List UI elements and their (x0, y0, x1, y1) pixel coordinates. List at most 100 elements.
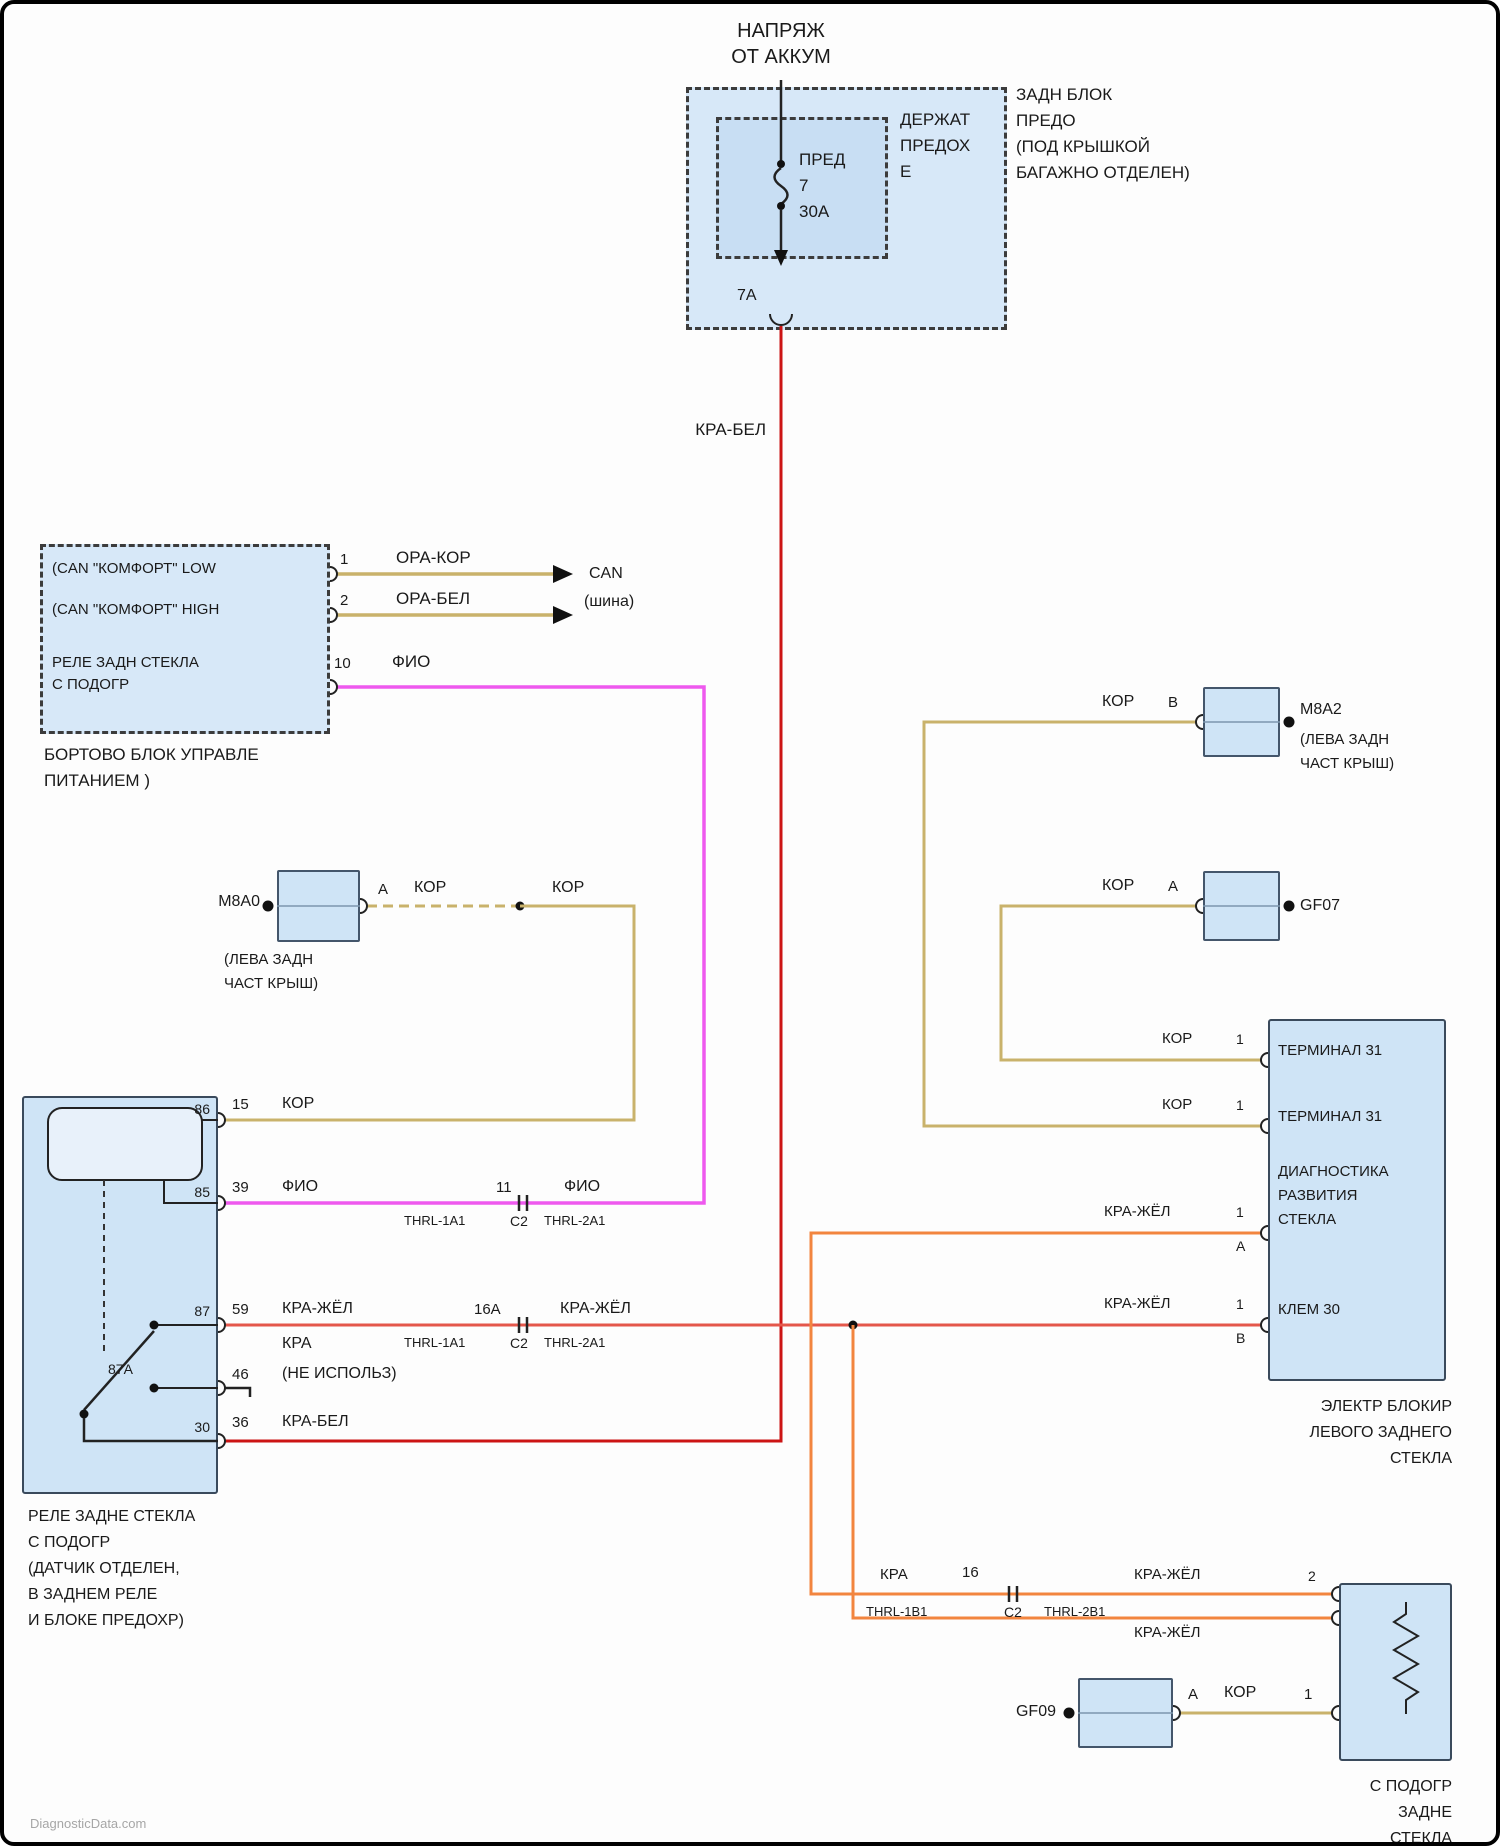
arrow-down-icon (774, 250, 788, 266)
unused-pin-stub (225, 1386, 252, 1397)
red-mid-color: КРА-ЖЁЛ (560, 1300, 631, 1317)
bcm-wire2-label: ОРА-БЕЛ (396, 589, 471, 608)
orange-color2: КРА-ЖЁЛ (1134, 1566, 1201, 1583)
relay-w87a-note: (НЕ ИСПОЛЬЗ) (282, 1365, 397, 1382)
splice-a-right-red: THRL-2A1 (544, 1335, 606, 1350)
wire-kor-m8a2-to-lock (922, 720, 1261, 1128)
relay-w85-num: 39 (232, 1179, 249, 1196)
fuse-element-squiggle (773, 166, 789, 206)
lock-pin3-num: 1 (1236, 1204, 1244, 1220)
splice-a-left-red: THRL-1A1 (404, 1335, 466, 1350)
gf09-wire-color: КОР (1224, 1684, 1257, 1701)
feed-wire-color-label: КРА-БЕЛ (695, 420, 766, 439)
relay-w87-color2: КРА (282, 1335, 312, 1352)
relay-w30-color: КРА-БЕЛ (282, 1413, 349, 1430)
bcm-pin3-label: 10 (334, 655, 351, 672)
can-bus-label-2: (шина) (584, 593, 635, 610)
lock-pin2-num: 1 (1236, 1097, 1244, 1113)
heater-element-box (1339, 1583, 1452, 1761)
mag-mid-color: ФИО (564, 1178, 601, 1195)
bcm-pin2-label: 2 (340, 592, 349, 609)
wire-kra-bel-feed (225, 326, 783, 1443)
fuse-rating-label: ПРЕД 7 30А (799, 150, 846, 221)
lock-row-terminal31-b: ТЕРМИНАЛ 31 (1278, 1108, 1383, 1125)
inline-connector-ticks (517, 1195, 1019, 1602)
red-mid-num: 16А (474, 1301, 501, 1318)
lock-module-box (1268, 1019, 1446, 1381)
relay-w86-num: 15 (232, 1096, 249, 1113)
bcm-wire3-label: ФИО (392, 652, 431, 671)
wire-orange-branch-to-heater (851, 1325, 1332, 1620)
m8a0-caption: (ЛЕВА ЗАДН ЧАСТ КРЫШ) (224, 951, 319, 992)
relay-pin-87: 87 (194, 1303, 210, 1319)
splice-a-right-mag: THRL-2A1 (544, 1213, 606, 1228)
splice-b-left: THRL-1B1 (866, 1604, 928, 1619)
relay-switch-blade (83, 1330, 155, 1411)
m8a2-wire-color: КОР (1102, 693, 1135, 710)
lock-pin1-num: 1 (1236, 1031, 1244, 1047)
relay-pin-87a: 87А (108, 1361, 133, 1377)
bcm-row-can-low: (CAN "КОМФОРТ" LOW (52, 560, 216, 577)
connector-midlines (277, 721, 1280, 1714)
gf07-wire-color: КОР (1102, 877, 1135, 894)
relay-internals (47, 1107, 218, 1443)
lock-pin3-letter: А (1236, 1238, 1246, 1254)
lock-pin3-wire: КРА-ЖЁЛ (1104, 1203, 1171, 1220)
wire-orange-lock-to-heater (809, 1231, 1332, 1596)
m8a0-wire-color-2: КОР (552, 879, 585, 896)
can-arrow-icon-1 (553, 565, 573, 583)
wire-layer (47, 80, 1420, 1721)
can-bus-label-1: CAN (589, 565, 623, 582)
bcm-wire1-label: ОРА-КОР (396, 548, 471, 567)
heater-caption: С ПОДОГР ЗАДНЕ СТЕКЛА (1369, 1778, 1452, 1846)
relay-w85-color: ФИО (282, 1178, 319, 1195)
bcm-row-can-high: (CAN "КОМФОРТ" HIGH (52, 601, 220, 618)
fuse-holder-label: ДЕРЖАТ ПРЕДОХ Е (900, 110, 971, 181)
dot-m8a2 (1283, 716, 1295, 728)
gf07-pin-letter: А (1168, 878, 1179, 895)
heater-pin-top: 2 (1308, 1568, 1316, 1584)
bcm-row-relay-out: РЕЛЕ ЗАДН СТЕКЛА С ПОДОГР (52, 654, 199, 693)
gf09-name: GF09 (1015, 1703, 1056, 1720)
fuse-block-label: ЗАДН БЛОК ПРЕДО (ПОД КРЫШКОЙ БАГАЖНО ОТД… (1016, 85, 1190, 182)
battery-voltage-header: НАПРЯЖ ОТ АККУМ (731, 20, 831, 68)
lock-row-terminal31-a: ТЕРМИНАЛ 31 (1278, 1042, 1383, 1059)
bcm-box (40, 544, 330, 734)
relay-w87a-num: 46 (232, 1366, 249, 1383)
lock-pin1-wire: КОР (1162, 1030, 1193, 1047)
splice-b-right: THRL-2B1 (1044, 1604, 1106, 1619)
relay-pin-85: 85 (194, 1184, 210, 1200)
dot-gf09 (1063, 1707, 1075, 1719)
fuse-cavity-label: 7А (737, 287, 757, 304)
fuse-terminal-dot-bottom (777, 202, 785, 210)
relay-w87-color: КРА-ЖЁЛ (282, 1300, 353, 1317)
splice-b-conn: C2 (1004, 1604, 1022, 1620)
splice-a-left-mag: THRL-1A1 (404, 1213, 466, 1228)
splice-a-conn-red: C2 (510, 1335, 528, 1351)
relay-pin-86: 86 (194, 1101, 210, 1117)
m8a0-pin-letter: А (378, 881, 389, 898)
lock-row-klem30: КЛЕМ 30 (1278, 1301, 1340, 1318)
lock-pin2-wire: КОР (1162, 1096, 1193, 1113)
mag-mid-num: 11 (496, 1179, 512, 1196)
relay-pin-30: 30 (194, 1419, 210, 1435)
bcm-caption: БОРТОВО БЛОК УПРАВЛЕ ПИТАНИЕМ ) (44, 745, 259, 790)
m8a2-caption: (ЛЕВА ЗАДН ЧАСТ КРЫШ) (1300, 731, 1395, 772)
can-arrow-icon-2 (553, 606, 573, 624)
watermark: DiagnosticData.com (30, 1816, 147, 1831)
heater-resistor-icon (1392, 1602, 1420, 1714)
relay-caption: РЕЛЕ ЗАДНЕ СТЕКЛА С ПОДОГР (ДАТЧИК ОТДЕЛ… (28, 1508, 196, 1629)
lock-row-diagnostics: ДИАГНОСТИКА РАЗВИТИЯ СТЕКЛА (1278, 1163, 1389, 1228)
m8a2-name: М8А2 (1300, 701, 1342, 718)
fuse-cavity-arc (769, 313, 793, 326)
m8a0-wire-color: КОР (414, 879, 447, 896)
relay-w30-num: 36 (232, 1414, 249, 1431)
lock-module-caption: ЭЛЕКТР БЛОКИР ЛЕВОГО ЗАДНЕГО СТЕКЛА (1309, 1398, 1452, 1467)
wire-fio-magenta (225, 685, 706, 1205)
gf09-pin-num: 1 (1304, 1686, 1313, 1703)
orange-num: 16 (962, 1564, 979, 1581)
dot-gf07 (1283, 900, 1295, 912)
relay-w86-color: КОР (282, 1095, 315, 1112)
gf09-pin-letter: А (1188, 1686, 1199, 1703)
